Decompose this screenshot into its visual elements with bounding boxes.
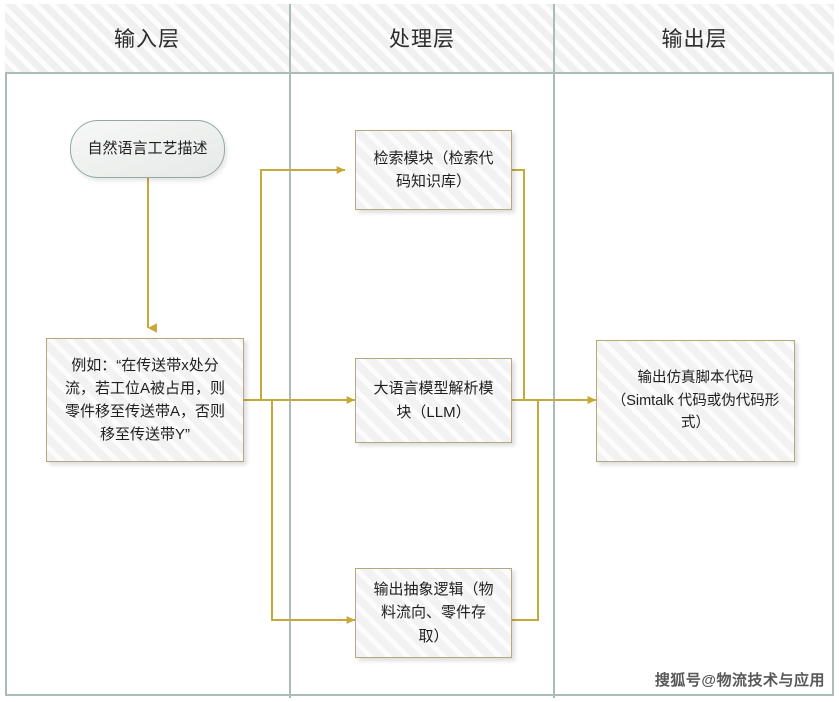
node-abstract-logic[interactable]: 输出抽象逻辑（物 料流向、零件存 取） <box>355 568 512 658</box>
node-sim-script[interactable]: 输出仿真脚本代码 （Simtalk 代码或伪代码形 式） <box>596 340 795 462</box>
watermark: 搜狐号@物流技术与应用 <box>654 672 825 689</box>
lane-header-process: 处理层 <box>289 4 553 74</box>
node-retrieval-module[interactable]: 检索模块（检索代 码知识库） <box>355 130 512 210</box>
node-nl-description-label: 自然语言工艺描述 <box>87 140 208 158</box>
lane-header-output-label: 输出层 <box>661 28 728 51</box>
lane-header-process-label: 处理层 <box>389 28 455 51</box>
lane-header-output: 输出层 <box>553 4 834 74</box>
node-example-text[interactable]: 例如：“在传送带x处分 流，若工位A被占用，则 零件移至传送带A，否则 移至传送… <box>46 338 244 462</box>
lane-divider-1 <box>289 74 291 698</box>
node-retrieval-module-label: 检索模块（检索代 码知识库） <box>373 149 494 190</box>
lane-divider-2 <box>553 74 555 698</box>
node-nl-description[interactable]: 自然语言工艺描述 <box>70 120 225 178</box>
node-example-text-label: 例如：“在传送带x处分 流，若工位A被占用，则 零件移至传送带A，否则 移至传送… <box>64 356 225 444</box>
lane-header-input: 输入层 <box>5 4 289 74</box>
node-llm-module[interactable]: 大语言模型解析模 块（LLM） <box>355 358 512 443</box>
node-llm-module-label: 大语言模型解析模 块（LLM） <box>373 380 494 421</box>
swimlane-header-row: 输入层 处理层 输出层 <box>5 4 834 74</box>
lane-header-input-label: 输入层 <box>114 28 180 51</box>
node-sim-script-label: 输出仿真脚本代码 （Simtalk 代码或伪代码形 式） <box>611 370 780 432</box>
node-abstract-logic-label: 输出抽象逻辑（物 料流向、零件存 取） <box>373 581 494 645</box>
